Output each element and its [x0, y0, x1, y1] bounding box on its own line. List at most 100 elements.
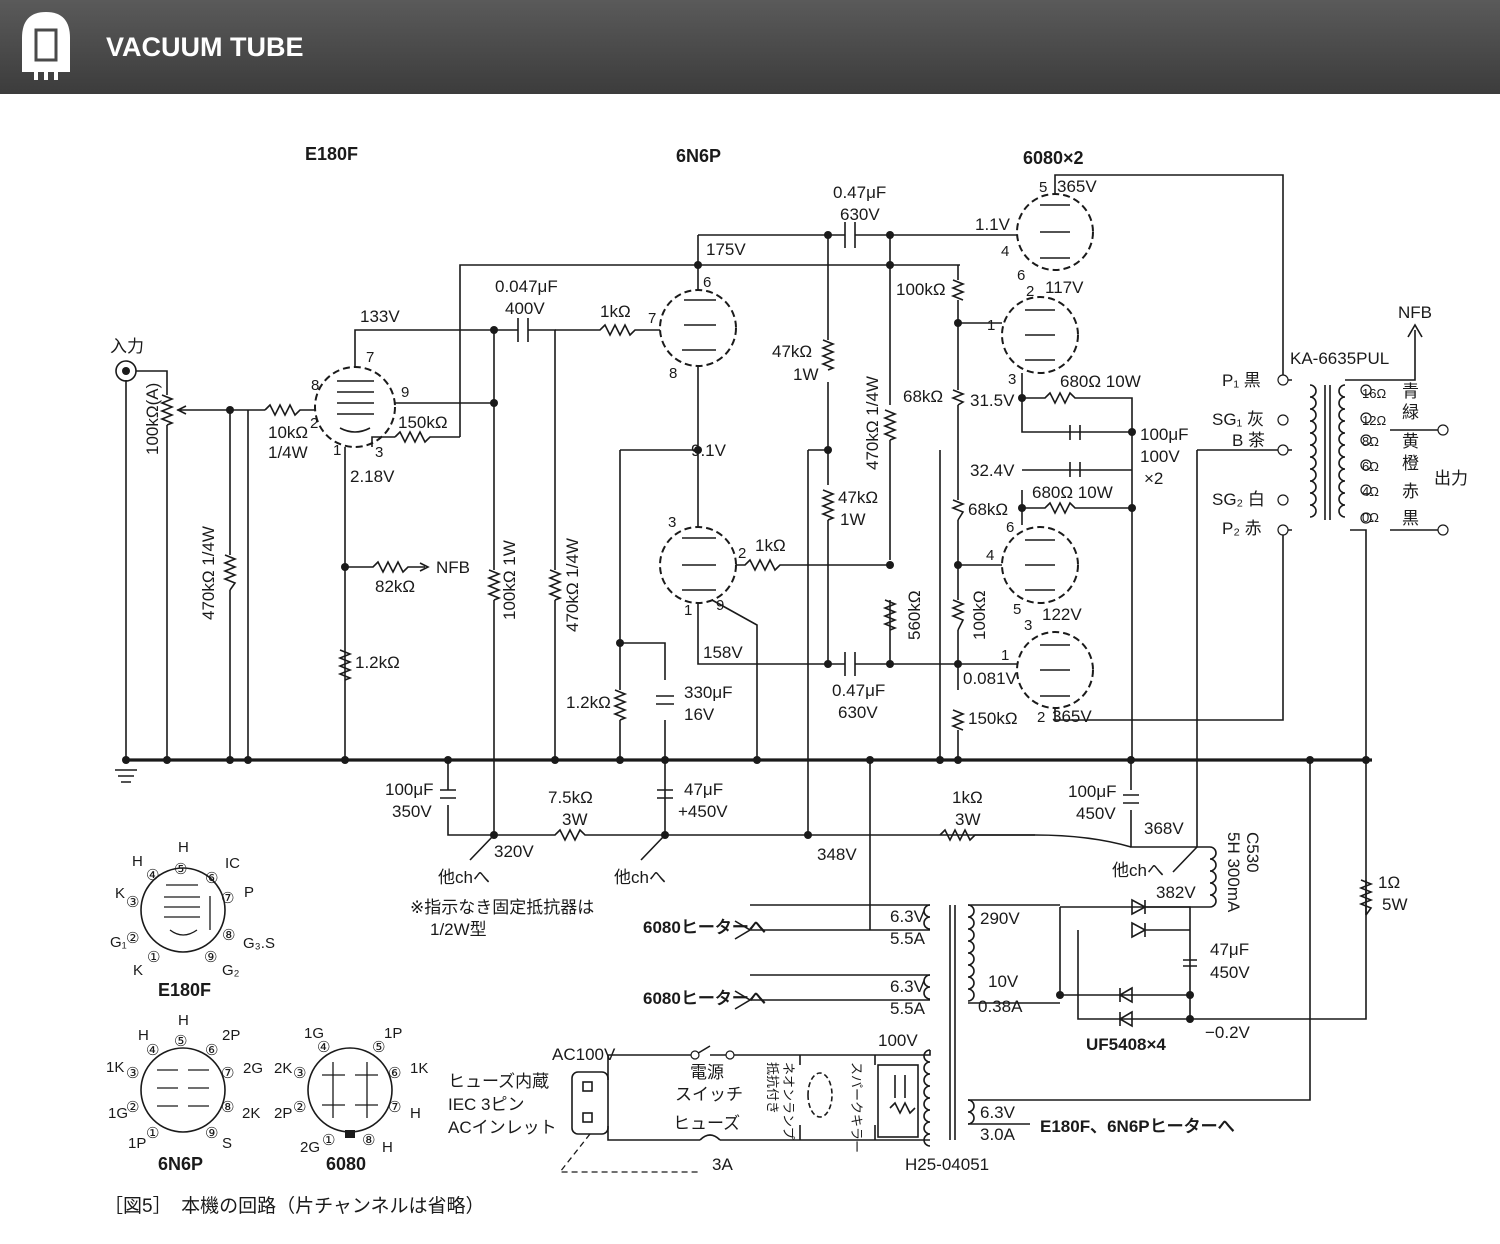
input-label: 入力 — [110, 337, 144, 356]
other-ch-c: 他chへ — [1112, 861, 1164, 880]
svg-text:1K: 1K — [410, 1060, 428, 1077]
pinout-6n6p-name: 6N6P — [158, 1154, 203, 1174]
svg-text:2: 2 — [1026, 283, 1034, 300]
v365-b-label: 365V — [1052, 707, 1092, 726]
svg-text:3: 3 — [668, 514, 676, 531]
svg-text:①: ① — [147, 949, 160, 966]
svg-text:9: 9 — [401, 384, 409, 401]
color-midori: 緑 — [1402, 403, 1419, 422]
svg-text:⑦: ⑦ — [221, 1065, 234, 1082]
color-aka: 赤 — [1402, 482, 1419, 501]
header-bar — [0, 0, 1500, 94]
svg-text:1P: 1P — [384, 1025, 402, 1042]
svg-text:1G: 1G — [304, 1025, 324, 1042]
r75k-watt: 3W — [562, 810, 588, 829]
inlet-line-1: ヒューズ内蔵 — [448, 1072, 549, 1091]
v365-a-label: 365V — [1057, 177, 1097, 196]
svg-text:⑧: ⑧ — [222, 927, 235, 944]
pinout-6n6p: H ④ H ⑤ 2P ⑥ 1K ③ ⑦ 2G 1G ② ⑧ 2K 1P ① ⑨ … — [106, 1012, 263, 1174]
c47-450b-label: 47μF — [1210, 940, 1249, 959]
r560k-label: 560kΩ — [905, 590, 924, 640]
v368-label: 368V — [1144, 819, 1184, 838]
svg-text:⑧: ⑧ — [221, 1099, 234, 1116]
c330-label: 330μF — [684, 683, 733, 702]
r680-a-label: 680Ω 10W — [1060, 372, 1141, 391]
c0047-volt: 400V — [505, 299, 545, 318]
svg-text:3: 3 — [1008, 371, 1016, 388]
p2-label: P₂ 赤 — [1222, 519, 1262, 538]
choke-label: C530 — [1243, 832, 1262, 873]
c100-350-label: 100μF — [385, 780, 434, 799]
svg-text:⑨: ⑨ — [205, 1125, 218, 1142]
heater-6080-b: 6080ヒーターへ — [643, 989, 766, 1008]
note-line-2: 1/2W型 — [430, 920, 487, 939]
svg-text:H: H — [410, 1105, 421, 1122]
h55-a-label: 5.5A — [890, 929, 926, 948]
r680-b-label: 680Ω 10W — [1032, 483, 1113, 502]
svg-text:S: S — [222, 1135, 232, 1152]
svg-text:⑤: ⑤ — [372, 1039, 385, 1056]
svg-text:K: K — [115, 885, 125, 902]
c100x2-volt: 100V — [1140, 447, 1180, 466]
h55-b-label: 5.5A — [890, 999, 926, 1018]
svg-text:4: 4 — [1001, 243, 1009, 260]
svg-text:G₁: G₁ — [110, 934, 127, 951]
fuse-amp: 3A — [712, 1155, 733, 1174]
r470k-label: 470kΩ 1/4W — [199, 526, 218, 620]
svg-text:H: H — [178, 1012, 189, 1029]
v117-label: 117V — [1045, 278, 1084, 297]
svg-text:⑤: ⑤ — [174, 861, 187, 878]
svg-text:1: 1 — [333, 442, 341, 459]
svg-text:⑥: ⑥ — [205, 1042, 218, 1059]
v348-label: 348V — [817, 845, 857, 864]
c0047-label: 0.047μF — [495, 277, 558, 296]
svg-text:⑦: ⑦ — [388, 1099, 401, 1116]
svg-text:2G: 2G — [243, 1060, 263, 1077]
svg-text:H: H — [138, 1027, 149, 1044]
svg-text:3: 3 — [1024, 617, 1032, 634]
svg-text:④: ④ — [317, 1039, 330, 1056]
svg-text:2K: 2K — [274, 1060, 292, 1077]
svg-text:⑧: ⑧ — [362, 1132, 375, 1149]
pinout-6080: 1G ④ 1P ⑤ 2K ③ ⑥ 1K 2P ② ⑦ H 2G ① ⑧ H 60… — [274, 1025, 428, 1174]
svg-text:⑥: ⑥ — [388, 1065, 401, 1082]
v324-label: 32.4V — [970, 461, 1015, 480]
tube-6080-title: 6080×2 — [1023, 148, 1084, 168]
h63-b-label: 6.3V — [890, 977, 926, 996]
vm02-label: −0.2V — [1205, 1023, 1251, 1042]
svg-text:3: 3 — [375, 444, 383, 461]
c100x2-count: ×2 — [1144, 469, 1163, 488]
v315-label: 31.5V — [970, 391, 1015, 410]
svg-text:6: 6 — [703, 274, 711, 291]
color-ao: 青 — [1402, 382, 1419, 401]
tube-logo-icon — [22, 12, 70, 80]
svg-text:K: K — [133, 962, 143, 979]
other-ch-b: 他chへ — [614, 868, 666, 887]
svg-text:③: ③ — [126, 894, 139, 911]
svg-text:6: 6 — [1006, 519, 1014, 536]
svg-text:③: ③ — [126, 1065, 139, 1082]
r82k-label: 82kΩ — [375, 577, 415, 596]
s10-label: 10V — [988, 972, 1019, 991]
svg-text:1: 1 — [987, 317, 995, 334]
r47k-a-label: 47kΩ — [772, 342, 812, 361]
c47-450a-label: 47μF — [684, 780, 723, 799]
r1-5w-watt: 5W — [1382, 895, 1408, 914]
o4-label: 4Ω — [1362, 484, 1379, 499]
h30-c-label: 3.0A — [980, 1125, 1016, 1144]
color-kuro: 黒 — [1402, 509, 1419, 528]
svg-text:⑦: ⑦ — [221, 890, 234, 907]
svg-text:1: 1 — [684, 602, 692, 619]
c047-top-volt: 630V — [840, 205, 880, 224]
output-label: 出力 — [1434, 469, 1468, 488]
note-line-1: ※指示なき固定抵抗器は — [410, 898, 594, 917]
c047-top-label: 0.47μF — [833, 183, 886, 202]
v175-label: 175V — [706, 240, 746, 259]
r100k-mid-label: 100kΩ — [970, 590, 989, 640]
inlet-line-3: ACインレット — [448, 1118, 557, 1137]
svg-text:1G: 1G — [108, 1105, 128, 1122]
c47-450a-volt: +450V — [678, 802, 728, 821]
r1k-3w-label: 1kΩ — [952, 788, 983, 807]
